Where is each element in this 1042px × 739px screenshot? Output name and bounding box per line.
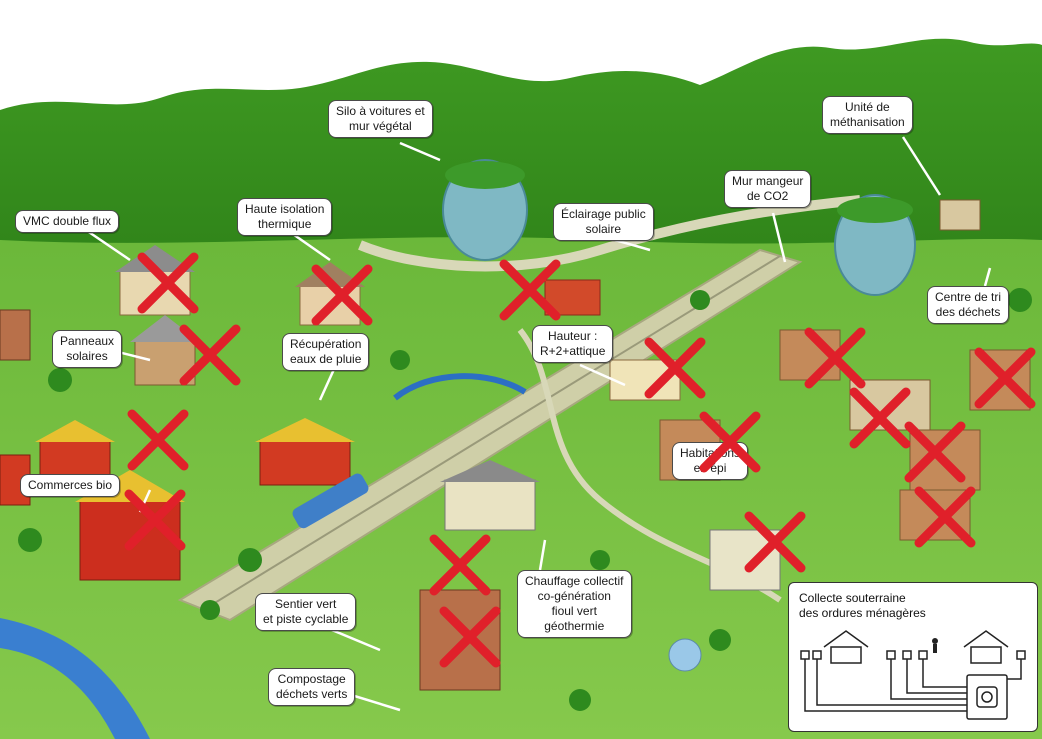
inset-waste-collection: Collecte souterraine des ordures ménagèr… <box>788 582 1038 732</box>
red-cross-mark <box>804 327 866 389</box>
callout-centre-tri: Centre de tri des déchets <box>927 286 1010 324</box>
inset-diagram <box>800 630 1026 720</box>
callout-recuperation: Récupération eaux de pluie <box>282 333 370 371</box>
methanisation-green-roof <box>837 197 913 223</box>
callout-centre-tri-line2: des déchets <box>935 305 1001 319</box>
red-cross-mark <box>179 324 241 386</box>
river <box>0 618 150 739</box>
callout-chauffage: Chauffage collectif co-génération fioul … <box>517 570 632 638</box>
inset-title-line2: des ordures ménagères <box>799 606 926 620</box>
bridge <box>393 373 527 401</box>
red-cross-mark <box>974 347 1036 409</box>
inset-title-line1: Collecte souterraine <box>799 591 906 605</box>
callout-silo: Silo à voitures et mur végétal <box>328 100 433 138</box>
callout-mur-co2-line1: Mur mangeur <box>732 174 804 188</box>
callout-isolation: Haute isolation thermique <box>237 198 333 236</box>
tram <box>292 473 369 529</box>
callout-silo-line1: Silo à voitures et <box>336 104 425 118</box>
callout-chauffage-line2: co-génération <box>537 589 611 603</box>
callout-methanisation-line2: méthanisation <box>830 115 905 129</box>
inset-house-left-body <box>830 646 862 664</box>
callout-eclairage-line2: solaire <box>585 222 622 236</box>
upper-road <box>358 195 861 272</box>
callout-panneaux-line1: Panneaux <box>60 334 115 348</box>
red-cross-mark <box>914 486 976 548</box>
fountain <box>668 638 702 672</box>
callout-sentier: Sentier vert et piste cyclable <box>255 593 357 631</box>
red-cross-mark <box>849 387 911 449</box>
callout-chauffage-line4: géothermie <box>544 619 605 633</box>
callout-hauteur-line2: R+2+attique <box>540 344 606 358</box>
callout-chauffage-line1: Chauffage collectif <box>525 574 624 588</box>
callout-hauteur-line1: Hauteur : <box>548 329 598 343</box>
red-cross-mark <box>439 606 501 668</box>
callout-methanisation-line1: Unité de <box>845 100 890 114</box>
callout-sentier-line2: et piste cyclable <box>263 612 349 626</box>
inset-recycle-icon <box>976 686 998 708</box>
inset-house-right-body <box>970 646 1002 664</box>
rail-line <box>199 255 781 613</box>
red-cross-mark <box>644 337 706 399</box>
callout-isolation-line2: thermique <box>258 217 312 231</box>
callout-commerces-line1: Commerces bio <box>28 478 113 492</box>
callout-panneaux-line2: solaires <box>66 349 108 363</box>
callout-mur-co2: Mur mangeur de CO2 <box>724 170 812 208</box>
red-cross-mark <box>137 252 199 314</box>
callout-compostage-line1: Compostage <box>277 672 346 686</box>
callout-methanisation: Unité de méthanisation <box>822 96 913 134</box>
inset-title: Collecte souterraine des ordures ménagèr… <box>799 591 926 621</box>
inset-house-left-icon <box>823 630 869 648</box>
silo-green-roof <box>445 161 525 189</box>
inset-person-icon <box>932 638 938 653</box>
callout-vmc-line1: VMC double flux <box>23 214 112 228</box>
inset-sorting-unit <box>966 674 1008 720</box>
inset-house-right-icon <box>963 630 1009 648</box>
red-cross-mark <box>124 489 186 551</box>
callout-commerces: Commerces bio <box>20 474 121 497</box>
callout-compostage-line2: déchets verts <box>276 687 348 701</box>
callout-vmc: VMC double flux <box>15 210 120 233</box>
red-cross-mark <box>429 534 491 596</box>
callout-sentier-line1: Sentier vert <box>275 597 337 611</box>
red-cross-mark <box>127 409 189 471</box>
callout-chauffage-line3: fioul vert <box>551 604 597 618</box>
callout-compostage: Compostage déchets verts <box>268 668 356 706</box>
red-cross-mark <box>499 259 561 321</box>
callout-silo-line2: mur végétal <box>349 119 412 133</box>
callout-recuperation-line2: eaux de pluie <box>290 352 362 366</box>
red-cross-mark <box>904 421 966 483</box>
red-cross-mark <box>744 511 806 573</box>
red-cross-mark <box>311 264 373 326</box>
red-cross-mark <box>699 411 761 473</box>
callout-eclairage: Éclairage public solaire <box>553 203 654 241</box>
callout-panneaux: Panneaux solaires <box>52 330 123 368</box>
callout-mur-co2-line2: de CO2 <box>747 189 789 203</box>
callout-eclairage-line1: Éclairage public <box>561 207 646 221</box>
callout-centre-tri-line1: Centre de tri <box>935 290 1002 304</box>
callout-hauteur: Hauteur : R+2+attique <box>532 325 614 363</box>
callout-isolation-line1: Haute isolation <box>245 202 325 216</box>
callout-recuperation-line1: Récupération <box>290 337 362 351</box>
